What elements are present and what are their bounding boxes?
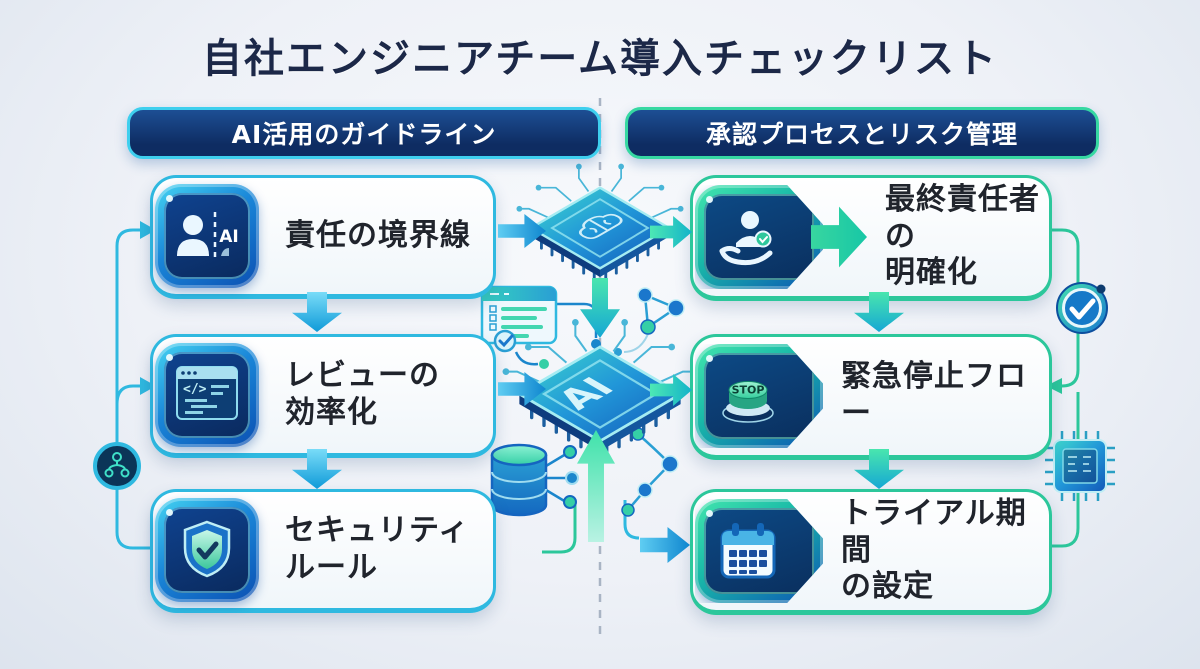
card-emergency-stop: STOP 緊急停止フロー <box>690 334 1052 460</box>
calendar-icon <box>695 499 823 603</box>
database-icon <box>490 443 579 517</box>
card-responsibility-boundary: AI 責任の境界線 <box>150 175 496 299</box>
network-nodes-icon <box>614 287 685 356</box>
verified-badge-icon <box>1056 282 1108 334</box>
page-title: 自社エンジニアチーム導入チェックリスト <box>202 36 998 82</box>
ai-label: AI <box>219 227 238 247</box>
card-trial-period: トライアル期間 の設定 <box>690 489 1052 615</box>
code-review-window-icon: </> <box>155 343 259 447</box>
card-review-efficiency: </> レビューの 効率化 <box>150 334 496 458</box>
network-nodes-icon <box>621 427 679 517</box>
card-label: トライアル期間 の設定 <box>841 496 1027 605</box>
handover-approver-icon <box>695 185 823 289</box>
right-column-header: 承認プロセスとリスク管理 <box>625 107 1099 159</box>
checklist-window-icon <box>480 285 601 369</box>
ai-brain-chip-icon <box>515 162 685 281</box>
microchip-icon <box>1045 431 1115 501</box>
right-loop-connector <box>1046 228 1080 548</box>
card-label: 緊急停止フロー <box>841 359 1027 431</box>
card-final-approver: 最終責任者の 明確化 <box>690 175 1052 301</box>
ai-chip-icon: AI <box>500 317 700 456</box>
person-ai-boundary-icon: AI <box>155 184 259 288</box>
card-label: セキュリティ ルール <box>285 513 470 585</box>
card-label: 最終責任者の 明確化 <box>885 182 1040 291</box>
card-security-rules: セキュリティ ルール <box>150 489 496 613</box>
left-column-header: AI活用のガイドライン <box>127 107 601 159</box>
stop-label: STOP <box>732 384 765 397</box>
card-label: レビューの 効率化 <box>285 358 440 430</box>
branch-node-icon <box>93 442 141 490</box>
svg-text:</>: </> <box>183 382 207 397</box>
shield-check-icon <box>155 498 259 602</box>
green-arrow-icon <box>811 206 867 268</box>
left-loop-connector <box>115 228 150 550</box>
stop-button-icon: STOP <box>695 344 823 448</box>
card-label: 責任の境界線 <box>285 217 471 253</box>
